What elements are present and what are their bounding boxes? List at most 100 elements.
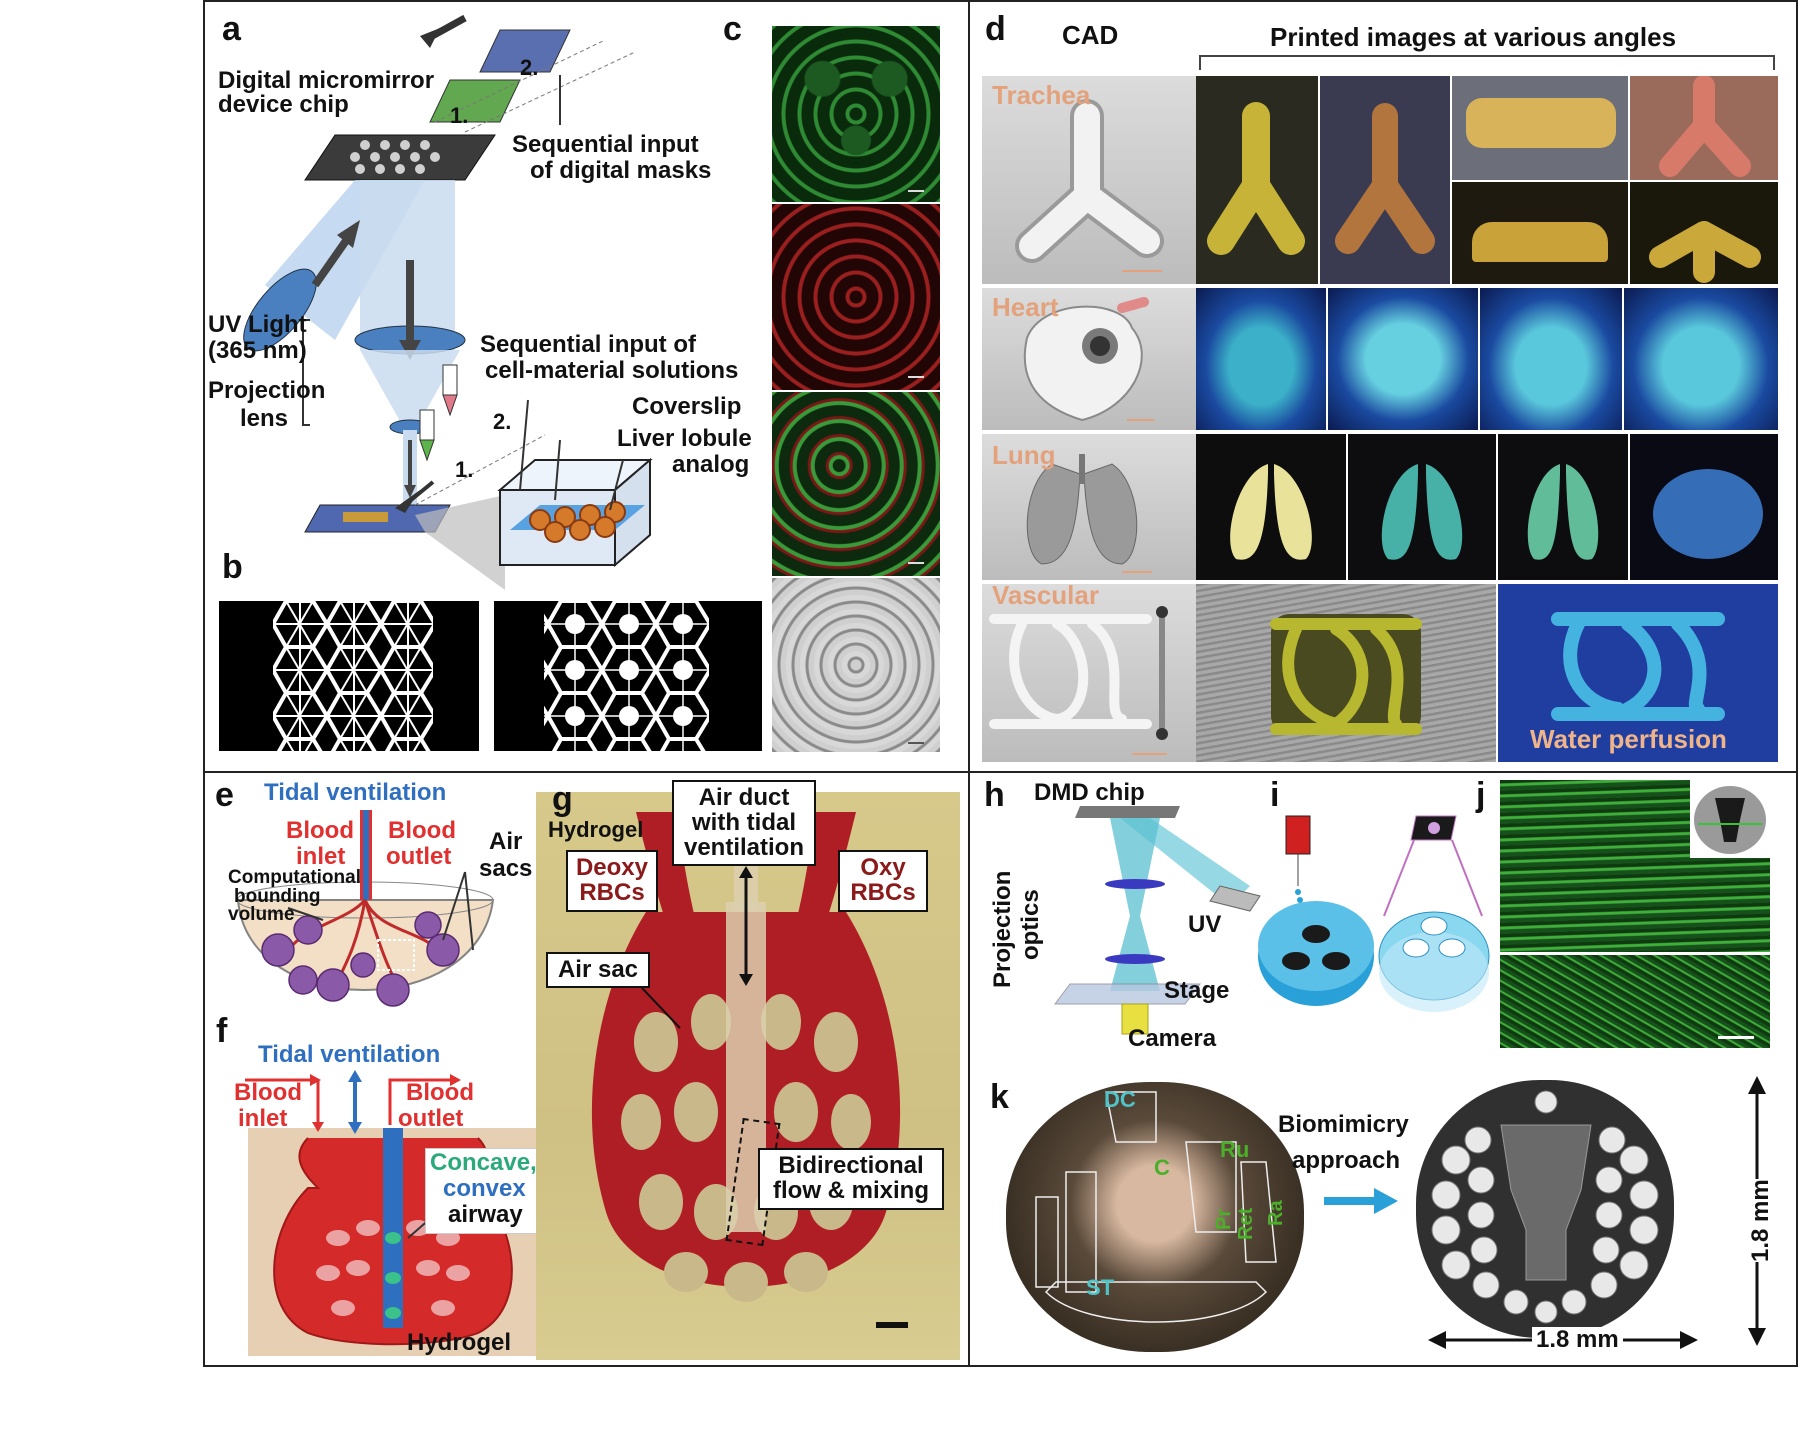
- row-label-trachea: Trachea: [992, 80, 1091, 110]
- k-biomimicry-1: Biomimicry: [1278, 1111, 1409, 1138]
- print-lung-4: [1630, 434, 1778, 580]
- print-vascular-1: [1196, 584, 1496, 762]
- print-lung-3: [1498, 434, 1628, 580]
- uv-label-line2: (365 nm): [208, 337, 307, 364]
- g-bidirectional-2: flow & mixing: [773, 1177, 929, 1205]
- row-label-vascular: Vascular: [992, 580, 1099, 610]
- print-heart-1: [1196, 288, 1326, 430]
- micrograph-brightfield: [772, 578, 940, 752]
- f-hydrogel-label: Hydrogel: [407, 1329, 512, 1356]
- k-dim-horizontal: 1.8 mm: [1532, 1327, 1623, 1352]
- f-arrows: [245, 1070, 461, 1134]
- coverslip-label: Coverslip: [632, 393, 742, 420]
- f-concave-3: airway: [448, 1201, 523, 1228]
- panel-letter-b: b: [222, 548, 243, 586]
- print-trachea-1: [1196, 76, 1318, 284]
- f-blood-inlet-2: inlet: [238, 1105, 288, 1132]
- uv-label-line1: UV Light: [208, 311, 307, 338]
- e-air-sacs-2: sacs: [479, 855, 533, 882]
- panel-a-schematic: [243, 14, 653, 590]
- f-blood-outlet-1: Blood: [406, 1079, 474, 1106]
- panel-letter-g: g: [552, 780, 573, 818]
- k-region-ru: Ru: [1220, 1137, 1250, 1162]
- water-perfusion-label: Water perfusion: [1530, 724, 1727, 754]
- g-air-sac-label: Air sac: [557, 956, 639, 983]
- print-lung-2: [1348, 434, 1496, 580]
- e-bounding-2: bounding: [234, 886, 321, 907]
- mask-sheet-1: [429, 79, 521, 123]
- print-trachea-4: [1630, 76, 1778, 180]
- e-blood-inlet-1: Blood: [286, 817, 354, 844]
- f-concave-1: Concave,: [430, 1149, 537, 1176]
- liver-label-line2: analog: [672, 451, 750, 478]
- k-region-ra: Ra: [1265, 1200, 1287, 1226]
- panel-letter-i: i: [1270, 776, 1280, 814]
- g-air-duct-3: ventilation: [683, 834, 804, 862]
- projection-label-line2: lens: [240, 405, 289, 432]
- panel-letter-k: k: [990, 1078, 1009, 1116]
- f-tidal-ventilation: Tidal ventilation: [258, 1041, 441, 1068]
- j-micrograph-bottom: [1500, 955, 1770, 1048]
- f-blood-inlet-1: Blood: [234, 1079, 302, 1106]
- k-tissue-section: [1006, 1082, 1304, 1352]
- h-stage: Stage: [1164, 977, 1230, 1004]
- masks-label-line2: of digital masks: [530, 157, 712, 184]
- g-air-sac-pointer: [641, 987, 681, 1029]
- row-label-heart: Heart: [992, 292, 1059, 322]
- g-air-duct-1: Air duct: [698, 784, 790, 811]
- k-region-ret: Ret: [1235, 1207, 1257, 1240]
- g-deoxy-1: Deoxy: [575, 854, 649, 881]
- printed-header-bracket: [1199, 55, 1775, 70]
- g-air-duct-2: with tidal: [692, 809, 796, 837]
- cad-vascular: [982, 584, 1196, 762]
- horizontal-divider: [203, 771, 1798, 773]
- h-uv: UV: [1188, 911, 1222, 938]
- print-heart-3: [1480, 288, 1622, 430]
- e-blood-inlet-2: inlet: [296, 843, 346, 870]
- i-printing-illustration: [1258, 815, 1490, 1012]
- print-trachea-6: [1630, 182, 1778, 284]
- f-blood-outlet-2: outlet: [398, 1105, 464, 1132]
- e-blood-outlet-1: Blood: [388, 817, 456, 844]
- solution-step-2: 2.: [493, 409, 512, 434]
- cad-trachea: [982, 76, 1196, 284]
- k-printed-scaffold: [1416, 1080, 1674, 1338]
- printed-header: Printed images at various angles: [1270, 22, 1677, 52]
- mask-step-2: 2.: [520, 55, 539, 80]
- scale-bar: [908, 376, 924, 378]
- panel-e-illustration: [236, 810, 495, 1007]
- k-biomimicry-2: approach: [1292, 1147, 1401, 1174]
- projection-label-line1: Projection: [208, 377, 326, 404]
- print-heart-2: [1328, 288, 1478, 430]
- solution-step-1: 1.: [455, 457, 474, 482]
- masks-label-line1: Sequential input: [512, 131, 699, 158]
- f-concave-2: convex: [443, 1175, 526, 1202]
- scale-bar: [908, 562, 924, 564]
- dmd-chip: [304, 134, 496, 181]
- cad-heart: [982, 288, 1196, 430]
- scale-bar: [908, 742, 924, 744]
- k-dim-vertical: 1.8 mm: [1747, 1179, 1774, 1262]
- micrograph-green: [772, 26, 940, 202]
- k-region-c: C: [1154, 1155, 1170, 1180]
- scale-bar: [908, 190, 924, 192]
- solutions-label-line1: Sequential input of: [480, 331, 696, 358]
- print-trachea-2: [1320, 76, 1450, 284]
- k-arrow-icon: [1324, 1188, 1398, 1214]
- cad-lung: [982, 434, 1196, 580]
- micrograph-merge: [772, 392, 940, 576]
- dmd-label-line1: Digital micromirror: [218, 67, 435, 94]
- j-divider: [1500, 952, 1770, 955]
- g-bidirectional-1: Bidirectional: [778, 1152, 924, 1179]
- g-air-sac-box: Air sac: [546, 952, 650, 988]
- print-vascular-2: [1498, 584, 1778, 762]
- e-bounding-3: volume: [228, 904, 295, 925]
- g-oxy-box: Oxy RBCs: [838, 850, 928, 912]
- g-bidirectional-box: Bidirectional flow & mixing: [758, 1148, 944, 1210]
- panel-letter-j: j: [1476, 776, 1486, 814]
- f-airway-label-box: [425, 1148, 539, 1234]
- panel-letter-d: d: [985, 10, 1006, 48]
- mask-step-1: 1.: [450, 103, 469, 128]
- g-air-duct-arrow: [739, 866, 753, 986]
- h-camera: Camera: [1128, 1025, 1217, 1052]
